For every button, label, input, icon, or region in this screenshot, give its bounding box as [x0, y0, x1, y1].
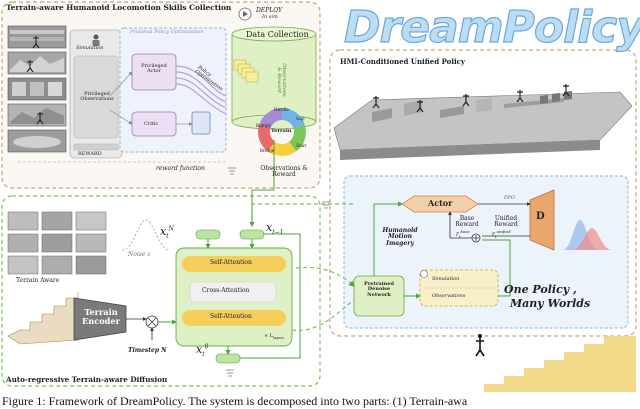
stairs-decoration — [475, 334, 636, 392]
pretrained-label: Pretrained Denoise Network — [364, 281, 394, 298]
unified-reward-label: Unified Reward — [494, 215, 518, 229]
terrain-strip — [333, 84, 633, 160]
terrain-encoder-label: Terrain Encoder — [82, 307, 120, 326]
terrain-segment-gap: Gap — [296, 116, 305, 121]
self-attention-2-block — [182, 310, 286, 326]
data-collection-label: Data Collection — [246, 30, 309, 39]
data-stack — [233, 59, 259, 83]
terrain-segment-bumpy: Bumpy — [256, 123, 271, 128]
layers-sub-label: layers — [273, 336, 284, 340]
token-xN — [195, 229, 221, 240]
one-policy-label: One Policy , — [504, 283, 577, 296]
skills-collection-title: Terrain-aware Humanoid Locomotion Skills… — [6, 3, 232, 12]
simulation-label: Simulation — [76, 45, 104, 51]
obs-reward-vertical-label: Observations & Reward — [275, 63, 287, 97]
reward-fn-label: reward function — [156, 165, 205, 172]
cross-attention-block — [189, 281, 277, 303]
critic-label: Critic — [144, 121, 159, 127]
self-attention-1-label: Self-Attention — [210, 259, 252, 266]
policy-opt-flows — [175, 65, 227, 115]
terrain-segment-bridge: Bridge — [260, 148, 275, 153]
figure-caption: Figure 1: Framework of DreamPolicy. The … — [2, 394, 468, 408]
unified-policy-title: HMI-Conditioned Unified Policy — [340, 57, 465, 66]
deploy-label: DEPLOY — [256, 7, 283, 14]
terrain-donut — [258, 108, 306, 156]
gear-icon — [420, 270, 428, 278]
terrain-segment-hurdle: Hurdle — [274, 107, 289, 112]
obs-reward-below-label: Observations & Reward — [260, 165, 308, 179]
layers-label: × L — [264, 333, 274, 339]
privileged-obs-label: Privileged Observations — [80, 91, 114, 103]
hmi-label: Humanoid Motion Imagery — [382, 227, 418, 247]
diffusion-title: Auto-regressive Terrain-aware Diffusion — [6, 375, 168, 384]
terrain-aware-label: Terrain Aware — [16, 277, 60, 284]
reward-label: REWARD — [78, 151, 102, 157]
walking-robot-icon — [475, 338, 485, 357]
noise-curve — [121, 219, 171, 251]
policy-inner-box — [343, 175, 629, 329]
self-attention-1-block — [182, 256, 286, 272]
simulation-right-label: Simulation — [432, 276, 460, 282]
bottom-arrows — [126, 233, 301, 359]
dreampolicy-logo: DreamPolicy — [343, 1, 640, 53]
terrain-center-label: Terrain — [271, 128, 292, 134]
noise-label: Noise ε — [128, 251, 151, 258]
actor-label: Actor — [428, 198, 453, 208]
ppo-label: Proximal Policy Optimization — [130, 29, 204, 35]
cross-attention-label: Cross-Attention — [202, 287, 250, 294]
terrain-segment-stair: Stair — [296, 143, 307, 148]
token-xt-1 — [239, 229, 265, 240]
terrain-thumbnails-bottom — [7, 211, 107, 275]
many-worlds-label: Many Worlds — [510, 297, 591, 310]
discriminator-block — [529, 189, 555, 251]
base-reward-label: Base Reward — [455, 215, 479, 229]
self-attention-2-label: Self-Attention — [210, 313, 252, 320]
privileged-actor-label: Privileged Actor — [141, 63, 167, 75]
token-x0 — [215, 353, 241, 364]
right-arrows — [373, 201, 511, 299]
robot-icon — [92, 34, 100, 46]
distribution-curves — [562, 220, 612, 250]
terrain-encoder-block — [73, 297, 127, 341]
advantage-box — [191, 111, 211, 135]
terrain-thumbnails-top — [7, 25, 67, 153]
deploy-sub-label: In sim — [262, 14, 278, 20]
timestep-label: Timestep N — [128, 347, 167, 354]
sim-obs-box — [419, 269, 499, 307]
discriminator-label: D — [536, 211, 545, 222]
ppo-right-label: PPO — [504, 195, 515, 201]
observations-right-label: Observations — [432, 293, 466, 299]
